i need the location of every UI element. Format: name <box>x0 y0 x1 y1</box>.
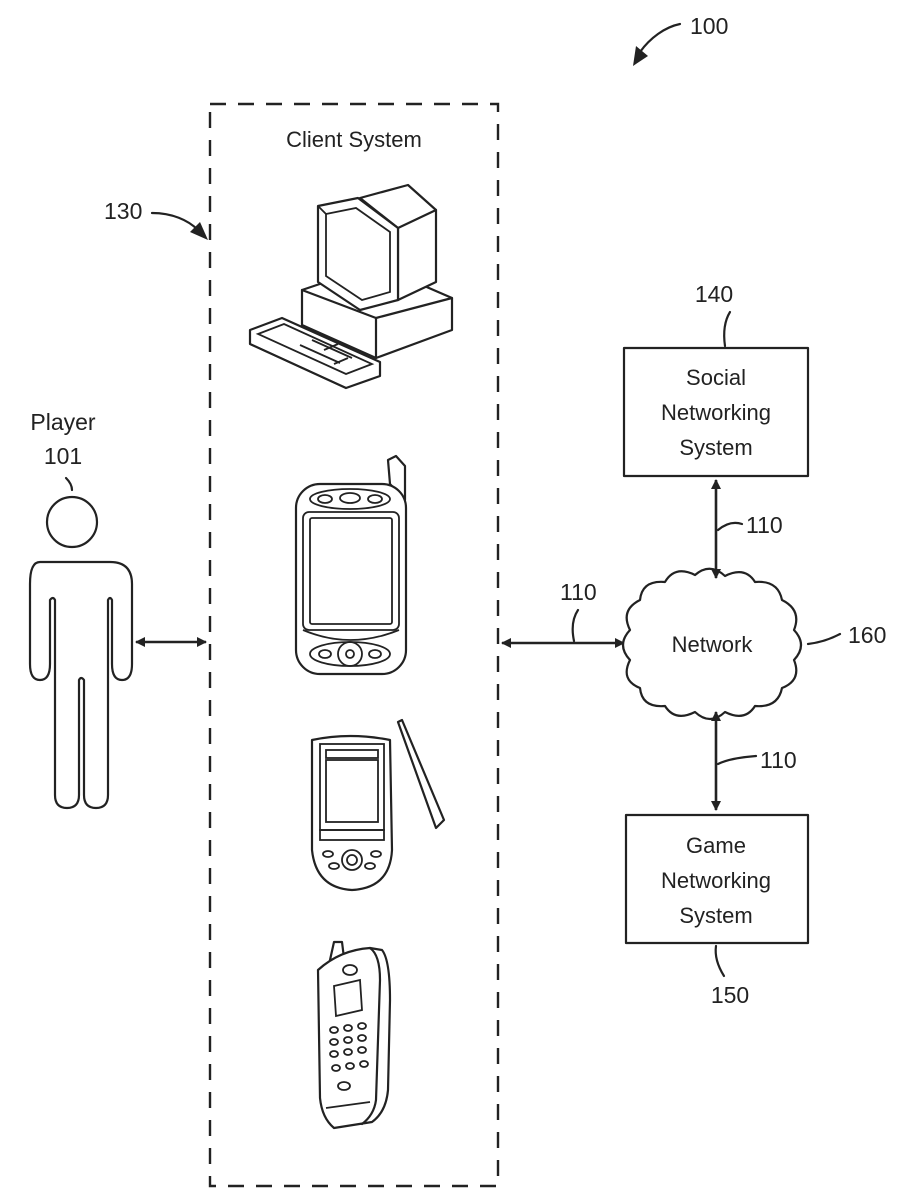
network-ref-number: 160 <box>848 622 886 648</box>
social-networking-ref-number: 140 <box>695 281 733 307</box>
client-network-ref-number: 110 <box>560 579 597 605</box>
game-networking-line-3: System <box>679 903 752 928</box>
figure-ref-number: 100 <box>690 13 728 39</box>
client-system: Client System 130 <box>104 104 498 1186</box>
social-networking-ref-leader <box>724 312 730 346</box>
client-system-ref-arrow <box>152 213 198 230</box>
social-network-ref-number: 110 <box>746 512 783 538</box>
network-label: Network <box>672 632 754 657</box>
client-network-ref-leader <box>573 610 578 641</box>
game-networking-ref-number: 150 <box>711 982 749 1008</box>
pda-icon <box>312 720 444 890</box>
person-icon <box>30 497 132 808</box>
game-networking-system: Game Networking System 150 <box>626 815 808 1008</box>
figure-ref-arrow <box>640 24 680 52</box>
game-network-ref-number: 110 <box>760 747 797 773</box>
social-networking-line-2: Networking <box>661 400 771 425</box>
desktop-computer-icon <box>250 185 452 388</box>
network-ref-leader <box>808 634 840 644</box>
game-network-ref-leader <box>718 756 756 764</box>
game-networking-ref-leader <box>716 946 724 976</box>
game-networking-line-2: Networking <box>661 868 771 893</box>
client-network-link: 110 <box>502 579 624 643</box>
social-networking-line-1: Social <box>686 365 746 390</box>
player-ref-leader <box>66 478 72 490</box>
player-label: Player <box>30 409 96 435</box>
smartphone-icon <box>296 456 406 674</box>
network: Network 160 <box>623 569 886 719</box>
social-networking-line-3: System <box>679 435 752 460</box>
social-network-link: 110 <box>716 480 783 578</box>
client-system-ref-number: 130 <box>104 198 142 224</box>
game-networking-line-1: Game <box>686 833 746 858</box>
game-network-link: 110 <box>716 712 797 810</box>
client-system-title: Client System <box>286 127 422 152</box>
mobile-phone-icon <box>318 942 390 1128</box>
player-ref-number: 101 <box>44 443 82 469</box>
social-networking-system: Social Networking System 140 <box>624 281 808 476</box>
player: Player 101 <box>30 409 132 808</box>
social-network-ref-leader <box>718 523 742 530</box>
figure-ref-arrowhead <box>633 46 648 66</box>
figure-ref: 100 <box>633 13 728 66</box>
